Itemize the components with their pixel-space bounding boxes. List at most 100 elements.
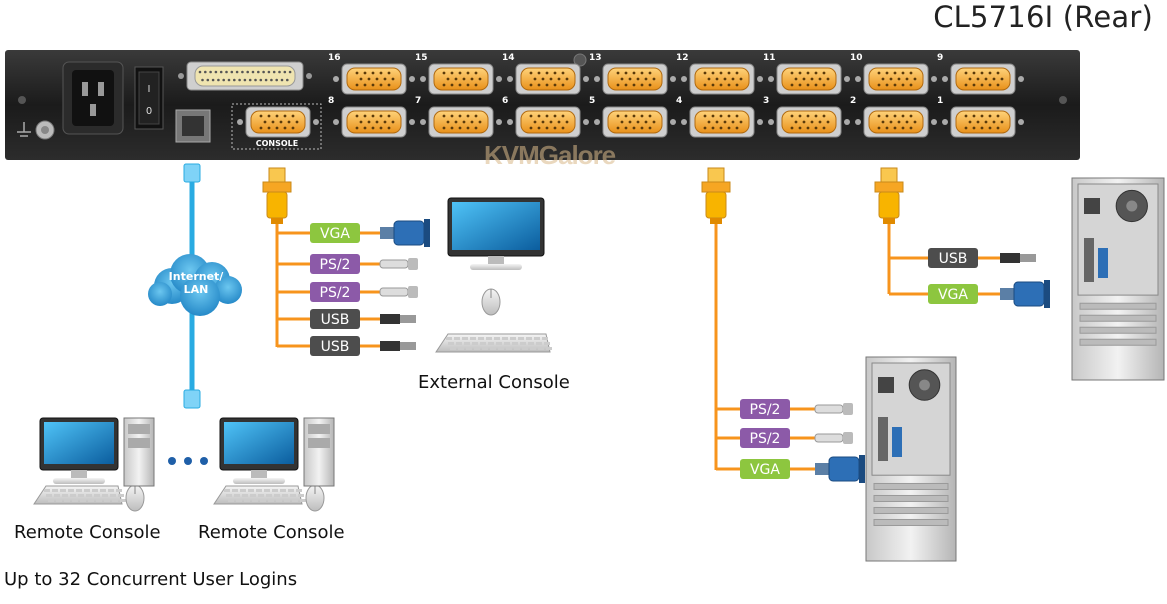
key bbox=[298, 494, 304, 497]
plug-head bbox=[878, 191, 900, 219]
port-pin bbox=[909, 71, 913, 75]
port-pin bbox=[442, 71, 446, 75]
tower-slot bbox=[1079, 338, 1157, 346]
key bbox=[94, 494, 100, 497]
monitor-base bbox=[470, 264, 522, 270]
db37-pin bbox=[272, 70, 276, 74]
port-screw bbox=[768, 119, 774, 125]
port-pin bbox=[711, 71, 715, 75]
port-pin bbox=[984, 120, 988, 124]
key bbox=[260, 499, 266, 502]
usb-connector bbox=[380, 341, 416, 351]
port-pin bbox=[462, 120, 466, 124]
key bbox=[480, 342, 486, 345]
key bbox=[252, 499, 258, 502]
tag-text: PS/2 bbox=[320, 285, 351, 301]
vga-connector bbox=[1000, 280, 1050, 308]
port-pin bbox=[707, 77, 711, 81]
port-pin bbox=[458, 71, 462, 75]
port-pin bbox=[818, 77, 822, 81]
port-screw bbox=[757, 119, 763, 125]
port-face bbox=[868, 110, 924, 134]
key bbox=[542, 337, 548, 340]
key bbox=[470, 337, 476, 340]
port-pin bbox=[561, 83, 565, 87]
port-number: 11 bbox=[763, 53, 776, 63]
key bbox=[446, 337, 452, 340]
conn-body bbox=[379, 259, 409, 269]
port-pin bbox=[988, 83, 992, 87]
key bbox=[68, 489, 74, 492]
port-pin bbox=[442, 83, 446, 87]
port-pin bbox=[545, 126, 549, 130]
port-screw bbox=[313, 119, 319, 125]
tower-io bbox=[892, 427, 902, 457]
port-pin bbox=[889, 120, 893, 124]
port-pin bbox=[640, 114, 644, 118]
remote-console-label-2: Remote Console bbox=[198, 522, 345, 543]
tag-bg bbox=[310, 336, 360, 356]
port-pin bbox=[363, 71, 367, 75]
port-pin bbox=[913, 120, 917, 124]
vga-port: 5 bbox=[589, 96, 676, 138]
plug-body bbox=[262, 181, 292, 193]
chassis-screw bbox=[573, 53, 587, 67]
port-pin bbox=[537, 83, 541, 87]
port-pin bbox=[972, 71, 976, 75]
port-pin bbox=[648, 71, 652, 75]
port-pin bbox=[454, 120, 458, 124]
monitor-neck bbox=[251, 470, 267, 478]
conn-plate bbox=[1044, 280, 1050, 308]
rj45-plug bbox=[183, 163, 201, 183]
tower-io bbox=[1098, 248, 1108, 278]
key bbox=[256, 489, 262, 492]
key bbox=[266, 494, 272, 497]
port-pin bbox=[616, 126, 620, 130]
db37-pin bbox=[248, 78, 252, 82]
key bbox=[514, 347, 520, 350]
port-screw bbox=[670, 119, 676, 125]
port-pin bbox=[881, 77, 885, 81]
port-face bbox=[781, 67, 837, 91]
port-pin bbox=[446, 77, 450, 81]
port-pin bbox=[383, 120, 387, 124]
port-screw bbox=[507, 76, 513, 82]
port-screw bbox=[583, 76, 589, 82]
port-pin bbox=[976, 120, 980, 124]
network-label: Internet/ bbox=[169, 270, 225, 283]
key bbox=[288, 489, 294, 492]
port-pin bbox=[470, 77, 474, 81]
plug-tip bbox=[710, 218, 722, 224]
remote-console-1 bbox=[33, 417, 155, 512]
ps2-connector bbox=[379, 286, 418, 298]
key bbox=[448, 342, 454, 345]
port-screw bbox=[496, 119, 502, 125]
db37-pin bbox=[264, 78, 268, 82]
db37-pin bbox=[278, 70, 281, 74]
tag-bg bbox=[740, 459, 790, 479]
port-face bbox=[955, 110, 1011, 134]
tag-bg bbox=[740, 428, 790, 448]
key bbox=[530, 347, 536, 350]
port-pin bbox=[640, 126, 644, 130]
svg-text:I: I bbox=[148, 84, 151, 95]
port-pin bbox=[881, 120, 885, 124]
port-pin bbox=[802, 120, 806, 124]
port-screw bbox=[757, 76, 763, 82]
conn-body bbox=[393, 220, 425, 246]
port-pin bbox=[450, 71, 454, 75]
port-pin bbox=[549, 120, 553, 124]
port-number: 3 bbox=[763, 96, 769, 106]
ellipsis-dot bbox=[184, 457, 192, 465]
port-pin bbox=[909, 83, 913, 87]
plug-head bbox=[705, 191, 727, 219]
db37-pin bbox=[286, 78, 289, 82]
port-pin bbox=[810, 120, 814, 124]
vga-port: 12 bbox=[676, 53, 763, 95]
db37-pin bbox=[288, 70, 292, 74]
port-pin bbox=[964, 114, 968, 118]
port-pin bbox=[379, 71, 383, 75]
key bbox=[456, 342, 462, 345]
port-pin bbox=[624, 83, 628, 87]
